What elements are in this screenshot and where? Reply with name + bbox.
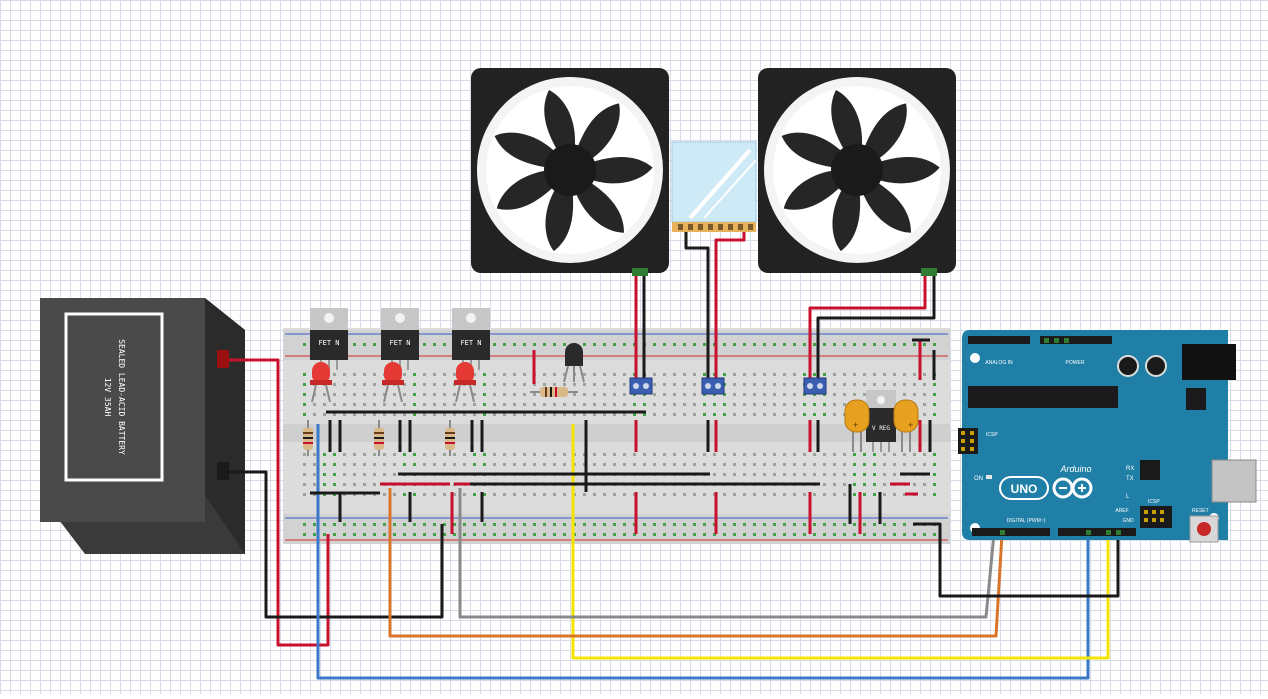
resistor-1 — [303, 420, 313, 456]
peltier-module — [671, 141, 757, 232]
icsp-label-right: ICSP — [1148, 499, 1160, 505]
arduino-model: UNO — [1011, 482, 1038, 496]
led-2 — [382, 362, 404, 403]
power-header — [1040, 336, 1112, 344]
wire-fan2-black — [816, 274, 936, 384]
atmega-chip — [968, 386, 1118, 408]
wire-battery-positive — [229, 358, 330, 647]
svg-text:+: + — [853, 420, 858, 430]
on-led-label: ON — [974, 476, 983, 482]
battery-positive-terminal — [217, 350, 229, 368]
wire-battery-negative — [229, 470, 444, 619]
usb-port — [1211, 459, 1257, 503]
wires — [229, 232, 1120, 680]
resistor-4 — [530, 387, 578, 397]
tx-led-label: TX — [1126, 476, 1134, 482]
power-rail-bottom — [300, 521, 940, 537]
wire-fan2-red — [808, 274, 927, 384]
wire-orange-signal — [388, 488, 1004, 638]
wire-black-ground — [913, 522, 1120, 598]
fan-right-hub — [831, 144, 883, 196]
battery-label-line2: 12V 35AH — [103, 378, 112, 417]
fan-left — [471, 68, 669, 273]
arduino-infinity-icon — [1052, 477, 1093, 499]
icsp-header-right — [1140, 506, 1172, 528]
battery-label-line1: SEALED LEAD-ACID BATTERY — [117, 339, 126, 455]
mosfet-2: FET N — [381, 308, 419, 370]
led-1 — [310, 362, 332, 403]
mosfet-3-label: FET N — [460, 339, 481, 347]
terminal-strip-bottom — [300, 446, 940, 498]
voltage-regulator: V REG — [866, 390, 896, 452]
mosfet-2-label: FET N — [389, 339, 410, 347]
capacitor-left: + — [844, 399, 870, 452]
mosfet-3: FET N — [452, 308, 490, 370]
screw-terminal-peltier — [701, 377, 725, 395]
battery-label-frame — [64, 312, 164, 482]
arduino-capacitor-1 — [1117, 355, 1139, 377]
arduino-brand: Arduino — [1059, 464, 1091, 474]
svg-text:+: + — [908, 420, 913, 430]
dc-power-jack — [1182, 344, 1236, 380]
fan-left-connector — [632, 268, 648, 276]
screw-terminal-fan1 — [629, 377, 653, 395]
l-led-label: L — [1126, 494, 1130, 500]
aref-label: AREF — [1115, 508, 1128, 514]
analog-header — [968, 336, 1030, 344]
arduino-uno: ANALOG IN POWER ICSP ON RX TX L UNO Ardu… — [958, 330, 1257, 543]
led-3 — [454, 362, 476, 403]
resistor-2 — [374, 420, 384, 456]
power-label: POWER — [1066, 360, 1085, 366]
analog-in-label: ANALOG IN — [985, 360, 1013, 366]
wire-blue-signal — [316, 424, 1090, 680]
rx-led-label: RX — [1126, 466, 1134, 472]
mosfet-1: FET N — [310, 308, 348, 370]
capacitor-right: + — [893, 399, 919, 452]
screw-terminal-fan2 — [803, 377, 827, 395]
wire-gray-signal — [458, 488, 996, 619]
battery: SEALED LEAD-ACID BATTERY 12V 35AH — [40, 298, 245, 554]
battery-negative-terminal — [217, 462, 229, 480]
icsp-label-left: ICSP — [986, 432, 998, 438]
wire-peltier-red — [714, 232, 746, 384]
fan-right-connector — [921, 268, 937, 276]
fan-left-hub — [544, 144, 596, 196]
reset-label: RESET — [1192, 508, 1209, 514]
uno-badge — [999, 476, 1049, 500]
arduino-capacitor-2 — [1145, 355, 1167, 377]
temperature-sensor — [563, 343, 585, 383]
arduino-board — [962, 330, 1228, 540]
digital-header-high — [1058, 528, 1136, 536]
gnd-label: GND — [1122, 518, 1134, 524]
fan-right — [758, 68, 956, 273]
digital-header-low — [972, 528, 1050, 536]
regulator-label: V REG — [872, 425, 890, 432]
digital-label: DIGITAL (PWM~) — [1007, 518, 1046, 524]
resistor-3 — [445, 420, 455, 456]
reset-button-cap[interactable] — [1197, 522, 1211, 536]
mosfet-1-label: FET N — [318, 339, 339, 347]
wire-peltier-black — [684, 232, 710, 384]
